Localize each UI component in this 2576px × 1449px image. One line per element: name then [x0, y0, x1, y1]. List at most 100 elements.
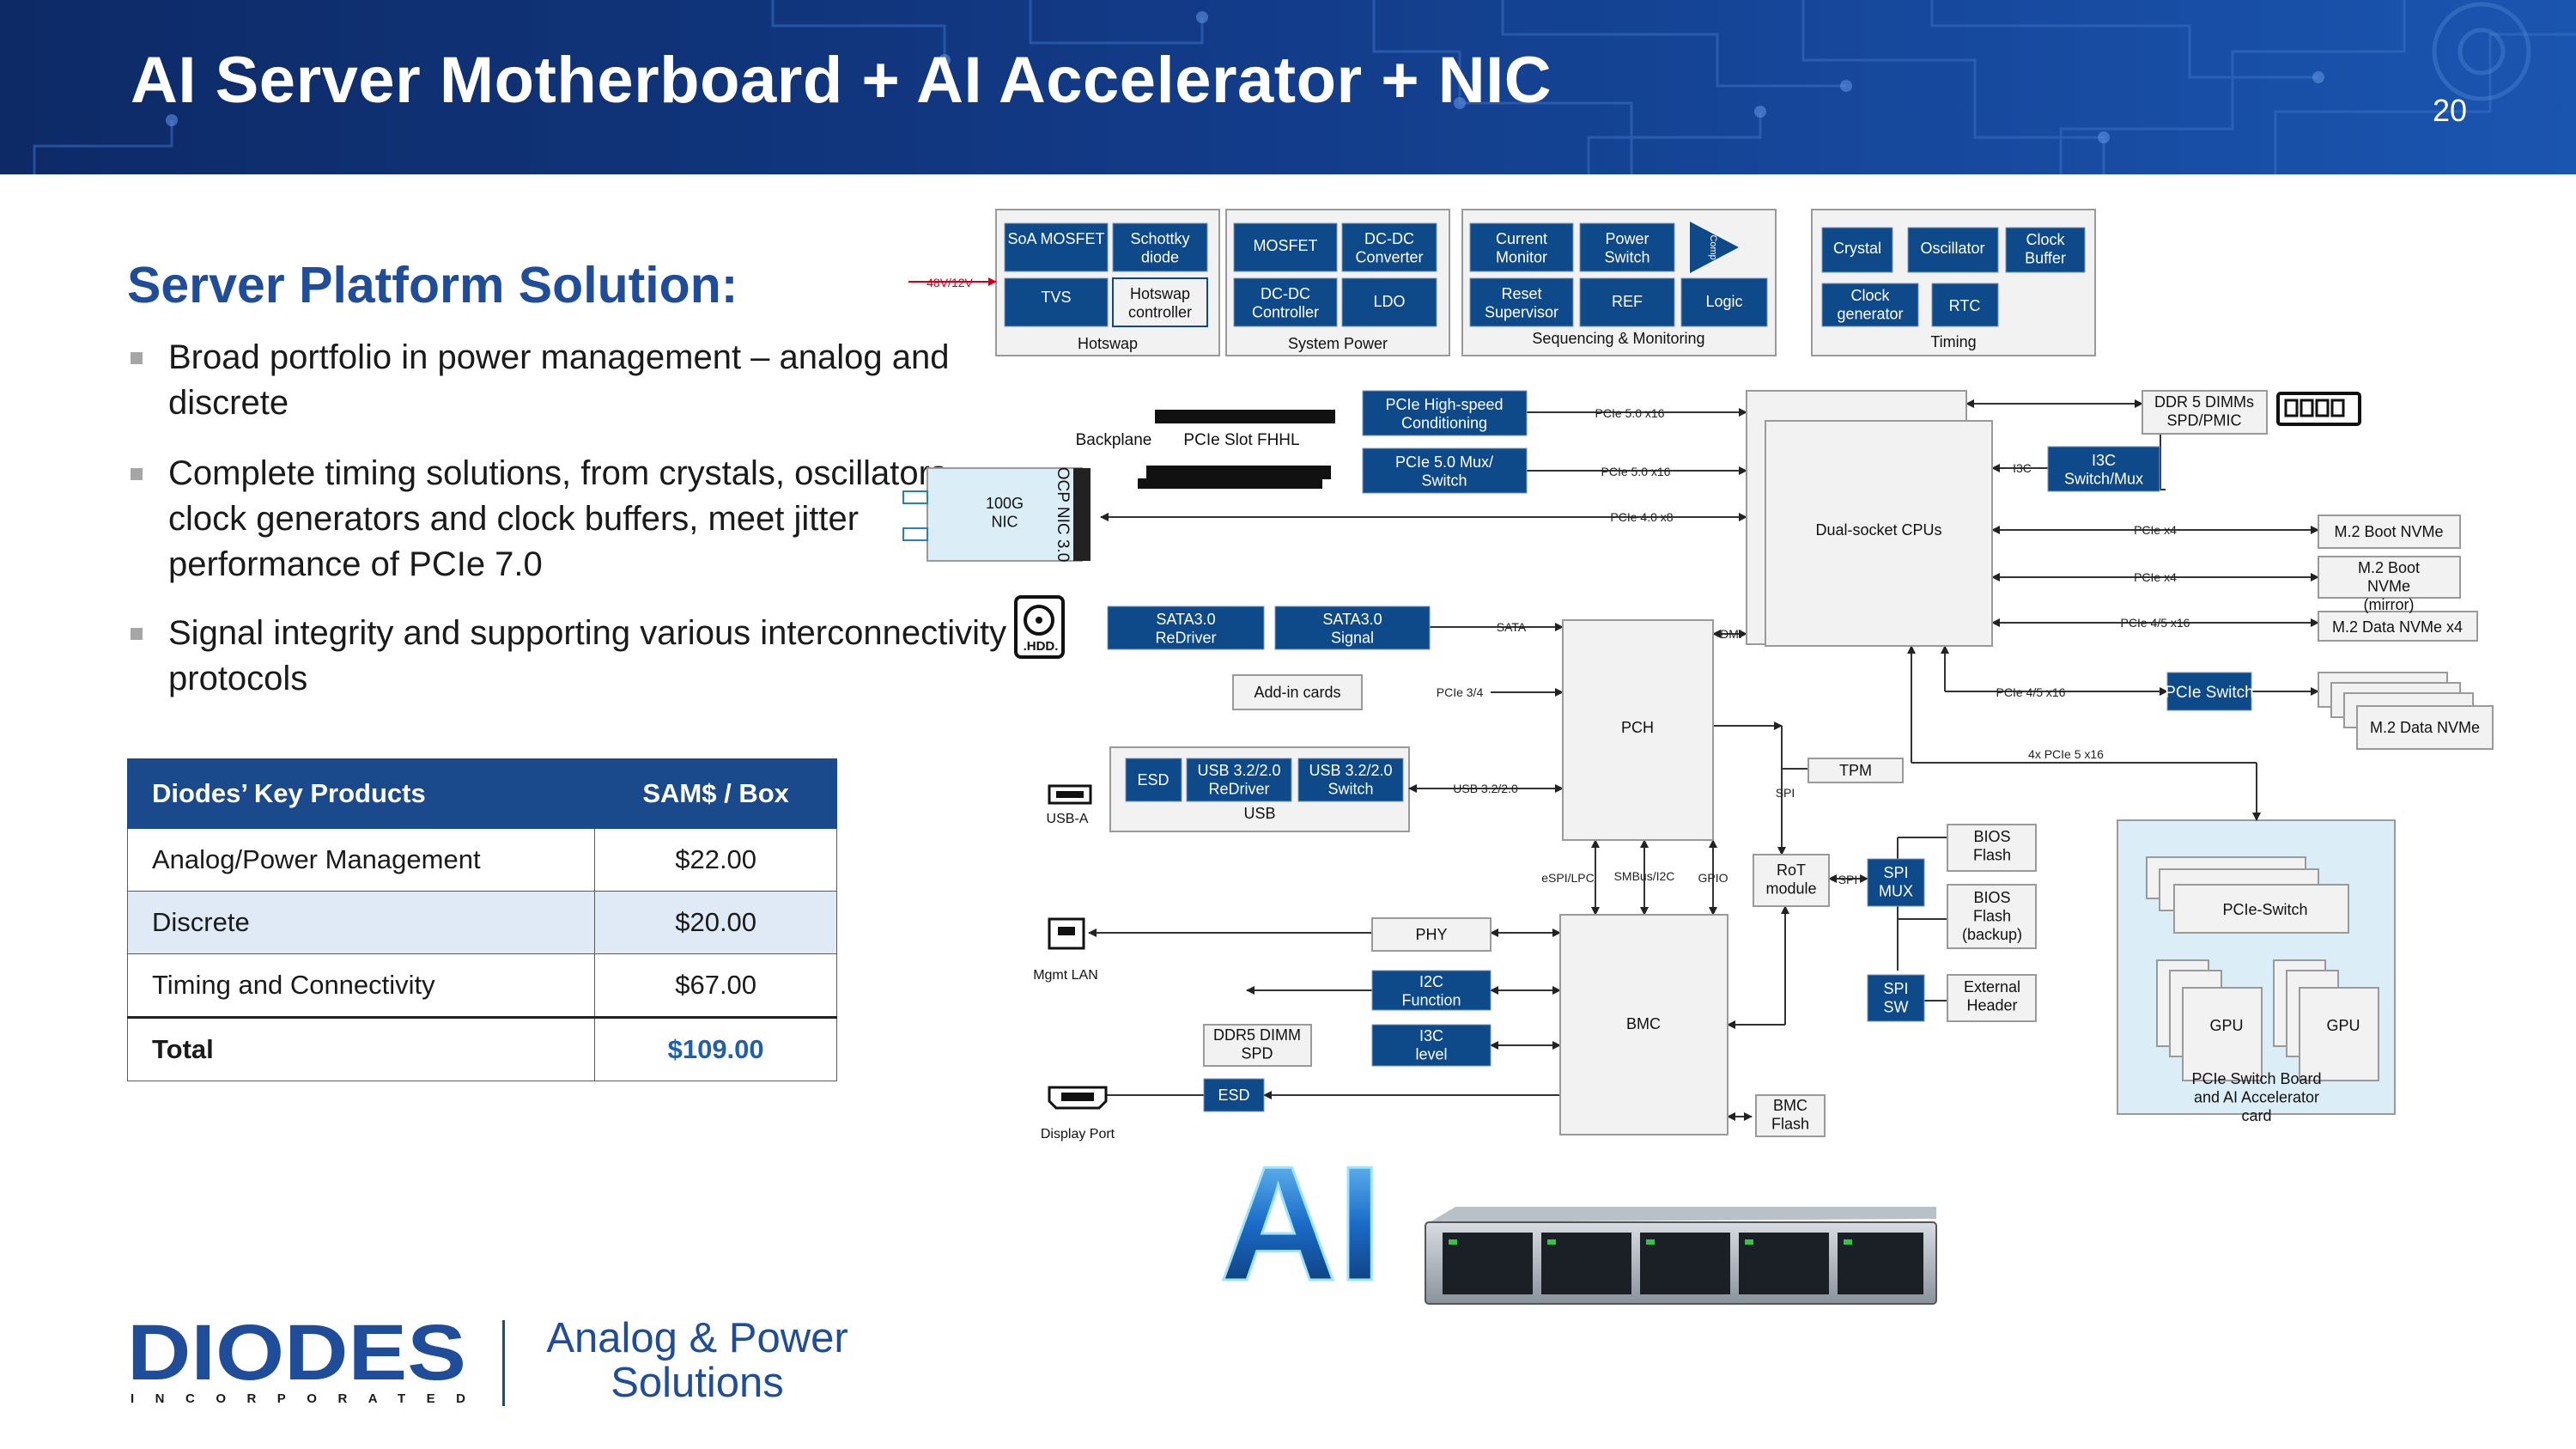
pcie-switch-card-label: PCIe-Switch: [2222, 901, 2307, 918]
link-label: SPI: [1776, 786, 1795, 800]
m2-boot-block: [2318, 514, 2461, 549]
m2-data-x4-label: M.2 Data NVMe x4: [2332, 618, 2463, 636]
hdd-icon: [1014, 595, 1065, 659]
i2c-function-block: [1371, 970, 1492, 1011]
bmc-flash-block: [1755, 1094, 1826, 1137]
phy-block: [1371, 917, 1492, 952]
pch-block: [1562, 619, 1714, 841]
crystal-label: Crystal: [1833, 240, 1881, 257]
usb-group-label: USB: [1243, 805, 1275, 822]
mgmt-lan-label: Mgmt LAN: [1033, 968, 1098, 983]
link-label: DMI: [1720, 627, 1742, 641]
cpu-block: [1765, 420, 1993, 647]
ai-mark-text: AI: [1219, 1151, 1382, 1306]
dcdc-controller-block: [1233, 277, 1338, 327]
dcdc-converter-block: [1341, 222, 1437, 272]
cpu-label: Dual-socket CPUs: [1815, 521, 1941, 539]
ref-label: REF: [1612, 293, 1643, 310]
i3c-shifter-block: [1371, 1024, 1492, 1067]
i3c-mux-block: [2047, 446, 2160, 492]
pcie-slot: [1146, 466, 1331, 479]
m2-data-block: [2356, 705, 2494, 750]
addin-cards-block: [1232, 674, 1363, 710]
pcie-mux-label: PCIe 5.0 Mux/Switch: [1395, 454, 1493, 490]
link-label: PCIe 4/5 x16: [2121, 616, 2190, 630]
tpm-label: TPM: [1839, 762, 1872, 779]
pcie-slot: [1138, 478, 1322, 489]
ext-header-block: [1947, 974, 2037, 1022]
tvs-block: [1004, 277, 1109, 327]
pcie-switch-block: [2166, 672, 2252, 711]
spi-mux-block: [1867, 858, 1925, 907]
soa-mosfet-label: SoA MOSFET: [1007, 230, 1104, 247]
rtc-label: RTC: [1949, 297, 1981, 314]
bullet-text: Broad portfolio in power management – an…: [168, 338, 950, 422]
table-cell: Timing and Connectivity: [126, 953, 596, 1018]
gpu-card-2: [2299, 987, 2379, 1081]
key-products-table: Diodes’ Key Products SAM$ / Box Analog/P…: [126, 758, 837, 1081]
usb-a-icon: [1048, 784, 1092, 805]
pch-label: PCH: [1621, 719, 1654, 736]
oscillator-block: [1907, 227, 1999, 273]
pcie-hs-conditioning-block: [1362, 390, 1528, 436]
table-row: Analog/Power Management $22.00: [126, 828, 837, 892]
link-label: PCIe x4: [2134, 523, 2177, 537]
brand-divider: [502, 1320, 505, 1406]
bullet-text: Signal integrity and supporting various …: [168, 614, 1007, 697]
nic-card: [927, 467, 1083, 562]
logic-block: [1680, 277, 1768, 327]
ldo-block: [1341, 277, 1437, 327]
nic-port-icon: [902, 527, 928, 541]
mosfet-label: MOSFET: [1254, 237, 1318, 254]
ai-logo-graphic: AI: [1218, 1151, 1384, 1306]
link-label: PCIe 3/4: [1437, 685, 1484, 699]
table-cell: $22.00: [594, 828, 837, 892]
table-header-cell: SAM$ / Box: [594, 758, 837, 829]
clock-buffer-block: [2005, 227, 2086, 273]
table-cell: $20.00: [594, 891, 837, 954]
diodes-logo: DIODES INCORPORATED: [127, 1312, 466, 1406]
usb-switch-block: [1297, 758, 1404, 802]
bios-backup-block: [1947, 884, 2037, 949]
bullet-marker: [131, 628, 143, 640]
link-label: PCIe 4/5 x16: [1996, 685, 2066, 699]
esd-dp-label: ESD: [1218, 1087, 1249, 1104]
ocp-nic-label: OCP NIC 3.0: [1054, 467, 1072, 563]
pcie-slot-label: PCIe Slot FHHL: [1183, 431, 1299, 449]
rot-block: [1753, 854, 1830, 907]
dimm-memory-icon: [2276, 392, 2361, 426]
link-label: PCIe 4.0 x8: [1610, 510, 1673, 524]
gpu-card-1: [2182, 987, 2263, 1081]
gpu-2-label: GPU: [2326, 1017, 2360, 1034]
logic-label: Logic: [1705, 293, 1742, 310]
tpm-block: [1807, 758, 1904, 783]
diodes-logo-text: DIODES: [127, 1312, 466, 1397]
sata-redriver-block: [1107, 606, 1265, 650]
pcie-switch-label: PCIe Switch: [2165, 684, 2253, 702]
display-port-label: Display Port: [1041, 1127, 1115, 1142]
ddr5-spd-block: [1203, 1024, 1312, 1067]
bmc-label: BMC: [1626, 1015, 1661, 1032]
bmc-block: [1559, 914, 1728, 1135]
power-input-label: 48V/12V: [927, 276, 973, 289]
link-label: SMBus/I2C: [1614, 869, 1675, 883]
link-label: I3C: [2013, 461, 2032, 475]
reset-supervisor-block: [1469, 277, 1574, 327]
timing-group-label: Timing: [1930, 333, 1976, 350]
mosfet-block: [1233, 222, 1338, 272]
